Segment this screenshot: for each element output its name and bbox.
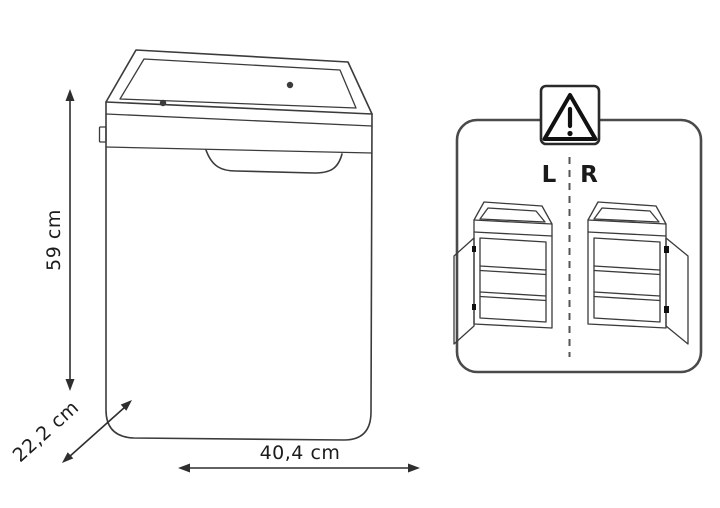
- left-hinge-label: L: [542, 162, 557, 188]
- deck-thickness-line: [105, 113, 373, 127]
- arrow-left-icon: [178, 463, 190, 473]
- mini-right-band-line: [587, 231, 667, 237]
- arrow-up-icon: [65, 89, 75, 101]
- warning-exclamation-dot: [567, 130, 573, 137]
- door-top-edge: [105, 146, 373, 154]
- warning-triangle-icon: [539, 84, 601, 146]
- main-cabinet-drawing: [98, 49, 373, 441]
- right-orientation-cabinet: [587, 201, 689, 345]
- mini-left-interior: [479, 237, 547, 323]
- left-orientation-cabinet: [453, 201, 553, 345]
- cabinet-body-outline: [105, 101, 373, 441]
- mini-left-hinge-bottom: [472, 304, 476, 310]
- arrow-down-left-icon: [62, 452, 74, 463]
- mini-right-interior: [593, 237, 661, 323]
- arrow-up-right-icon: [120, 400, 132, 411]
- mini-right-hinge-bottom: [664, 306, 669, 313]
- arrow-down-icon: [65, 379, 75, 391]
- mini-right-basin: [593, 207, 660, 223]
- arrow-right-icon: [408, 463, 420, 473]
- depth-dimension-line: [68, 406, 126, 458]
- faucet-hole-right: [286, 81, 294, 89]
- warning-triangle-outline: [542, 93, 598, 141]
- orientation-panel: L R: [453, 84, 703, 374]
- mini-right-hinge-top: [664, 246, 669, 253]
- sink-basin-rim: [119, 58, 357, 109]
- door-handle-recess: [205, 149, 343, 174]
- height-dimension: 59 cm: [43, 89, 75, 391]
- mini-left-band-line: [473, 231, 553, 237]
- mini-right-shelves: [593, 265, 661, 302]
- mini-left-shelves: [479, 265, 547, 302]
- width-dimension-label: 40,4 cm: [260, 442, 341, 464]
- mini-left-hinge-top: [472, 246, 476, 252]
- depth-dimension-label: 22,2 cm: [9, 396, 84, 466]
- side-fitting-tab: [98, 126, 107, 143]
- right-hinge-label: R: [580, 162, 598, 188]
- width-dimension: 40,4 cm: [178, 442, 420, 473]
- mini-left-basin: [479, 207, 546, 223]
- faucet-hole-left: [159, 99, 167, 107]
- height-dimension-label: 59 cm: [43, 209, 65, 271]
- mini-left-open-door: [453, 237, 475, 345]
- mini-right-open-door: [665, 237, 689, 345]
